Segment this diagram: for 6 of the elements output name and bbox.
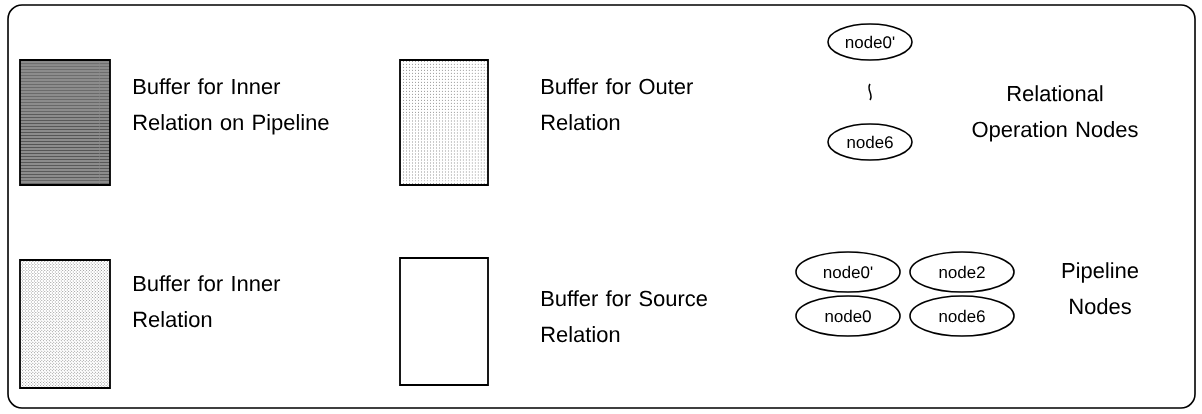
- legend-text: Buffer for Source Relation: [542, 290, 707, 343]
- legend-text: Buffer for Outer Relation: [542, 78, 693, 131]
- legend-text: Pipeline Nodes: [1062, 262, 1138, 315]
- legend-text: Buffer for Inner Relation on Pipeline: [134, 78, 329, 135]
- legend-text: Relational Operation Nodes: [972, 85, 1138, 142]
- legend-text: Buffer for Inner Relation: [134, 275, 281, 328]
